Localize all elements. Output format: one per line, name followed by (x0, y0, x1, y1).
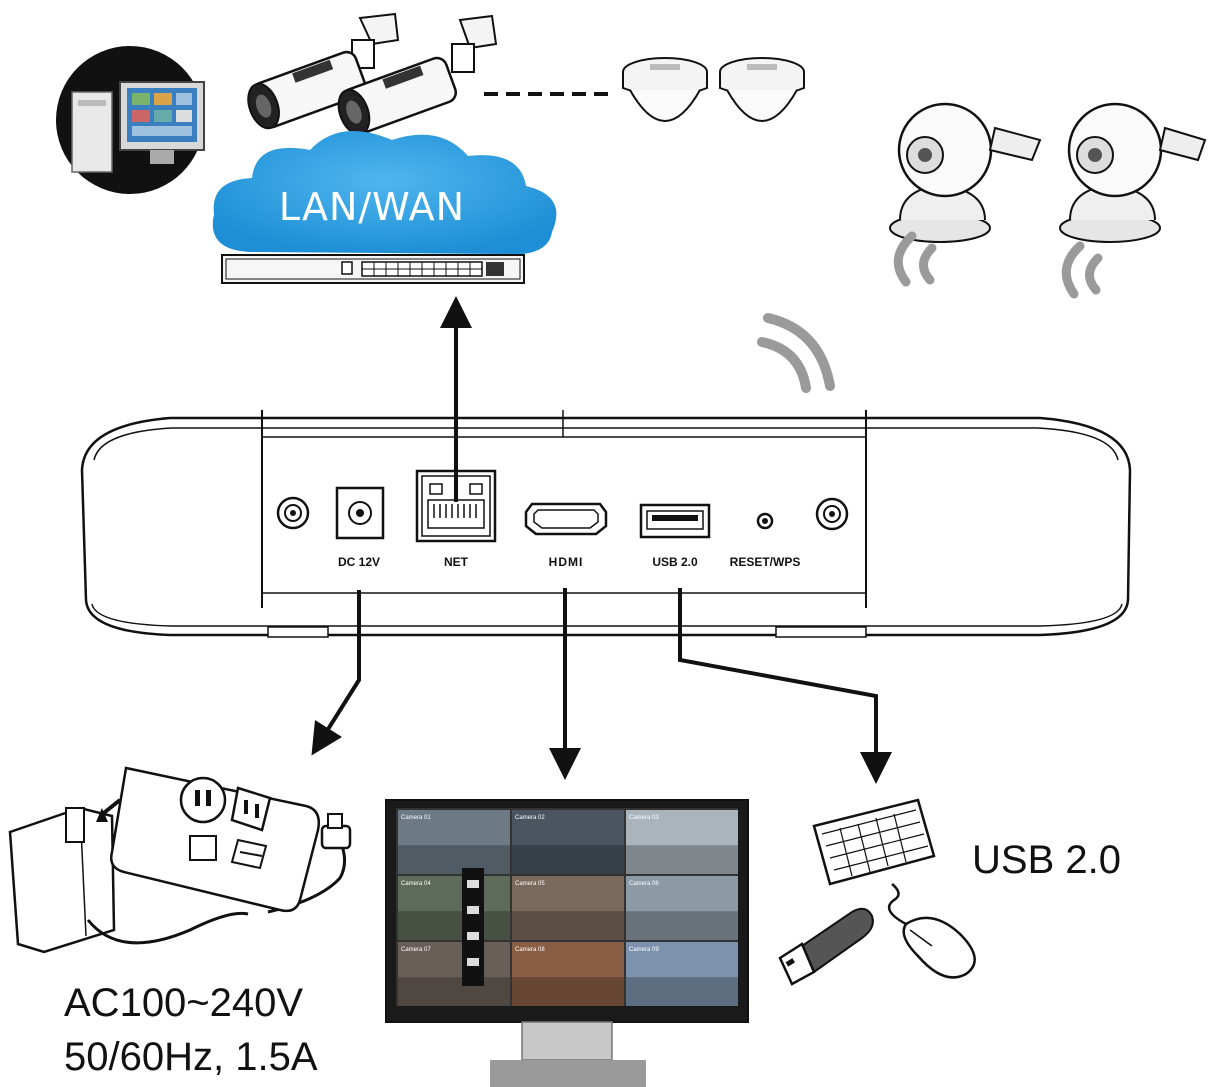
camera-feed-shade (626, 845, 738, 874)
camera-feed-tile (626, 876, 738, 940)
antenna-connector-icon (276, 496, 310, 530)
hdmi-port (524, 502, 608, 536)
camera-feed-shade (398, 911, 510, 940)
monitor-icon: Camera 01 Camera 02 Camera 03 Camera 04 Came… (385, 799, 749, 1087)
dc-jack-port (335, 486, 385, 540)
dc-to-power-arrow (311, 590, 361, 756)
camera-feed-tile (626, 942, 738, 1006)
usb-port-label: USB 2.0 (652, 555, 698, 569)
wifi-signal-icon (893, 231, 937, 287)
reset-port-label: RESET/WPS (730, 555, 801, 569)
hdmi-port-label: HDMI (549, 555, 584, 569)
wireless-camera-icon (1059, 102, 1207, 243)
camera-feed-label: Camera 01 (401, 815, 431, 821)
camera-feed-tile (398, 810, 510, 874)
dome-camera-icon (622, 57, 708, 122)
camera-feed-tile (512, 942, 624, 1006)
wireless-camera-icon (889, 102, 1042, 243)
wifi-signal-icon (1061, 241, 1103, 299)
lan-wan-cloud: LAN/WAN (212, 131, 557, 255)
network-switch-icon (221, 254, 525, 284)
camera-grid: Camera 01 Camera 02 Camera 03 Camera 04 Came… (398, 810, 738, 1006)
usb-to-peripherals-arrow (678, 588, 892, 784)
camera-feed-label: Camera 06 (629, 881, 659, 887)
camera-feed-label: Camera 07 (401, 947, 431, 953)
reset-button-hole (756, 512, 774, 530)
camera-feed-shade (512, 977, 624, 1006)
camera-feed-tile (512, 810, 624, 874)
net-port-label: NET (444, 555, 469, 569)
camera-feed-shade (512, 911, 624, 940)
camera-feed-shade (398, 977, 510, 1006)
usb-port (639, 503, 711, 539)
keyboard-icon (812, 798, 936, 886)
camera-feed-label: Camera 05 (515, 881, 545, 887)
pc-workstation-icon (56, 46, 205, 194)
camera-feed-tile (398, 942, 510, 1006)
bullet-camera-icon (247, 12, 400, 130)
wifi-signal-icon (757, 313, 835, 393)
camera-feed-shade (398, 845, 510, 874)
dome-camera-icon (719, 57, 805, 122)
camera-feed-label: Camera 09 (629, 947, 659, 953)
camera-feed-shade (626, 977, 738, 1006)
camera-feed-shade (512, 845, 624, 874)
camera-feed-label: Camera 02 (515, 815, 545, 821)
camera-feed-label: Camera 08 (515, 947, 545, 953)
usb-caption: USB 2.0 (972, 838, 1121, 882)
camera-feed-label: Camera 04 (401, 881, 431, 887)
power-spec-line-1: AC100~240V (64, 981, 303, 1025)
power-spec-line-2: 50/60Hz, 1.5A (64, 1035, 318, 1079)
camera-feed-tile (626, 810, 738, 874)
dc-port-label: DC 12V (338, 555, 380, 569)
usb-stick-icon (778, 907, 874, 986)
camera-feed-tile (398, 876, 510, 940)
camera-feed-shade (626, 911, 738, 940)
mouse-icon (887, 883, 976, 979)
plug-adapters-icon (96, 766, 320, 913)
antenna-connector-icon (815, 497, 849, 531)
camera-feed-label: Camera 03 (629, 815, 659, 821)
camera-feed-tile (512, 876, 624, 940)
cloud-label: LAN/WAN (279, 185, 465, 229)
